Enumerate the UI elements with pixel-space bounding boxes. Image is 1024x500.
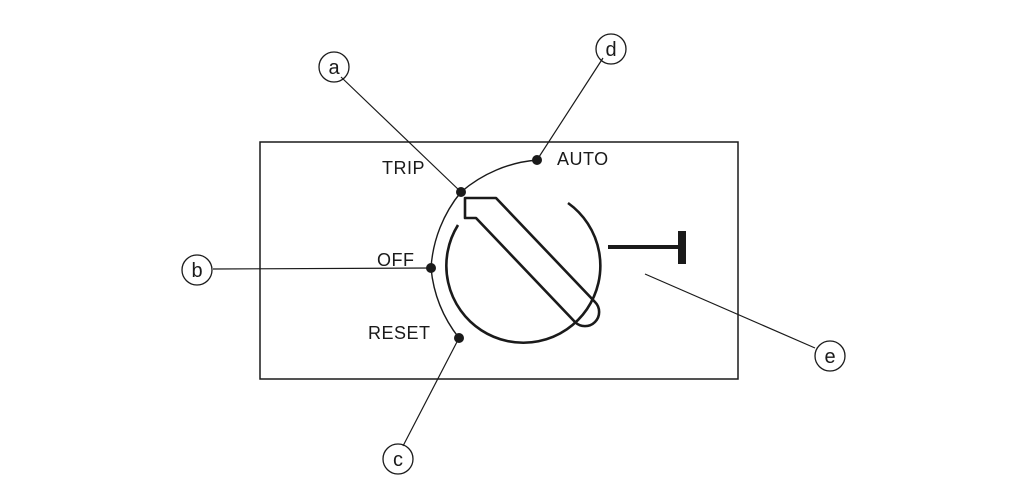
position-arc xyxy=(430,159,538,339)
callout-d: d xyxy=(595,33,627,65)
callout-e: e xyxy=(814,340,846,372)
svg-text:a: a xyxy=(328,57,340,79)
svg-text:d: d xyxy=(605,39,616,61)
leader-b xyxy=(212,267,432,270)
svg-text:b: b xyxy=(191,260,202,282)
svg-text:e: e xyxy=(824,346,835,368)
leader-d xyxy=(536,57,604,161)
label-trip: TRIP xyxy=(382,158,425,178)
switch-panel xyxy=(259,141,739,380)
callout-c: c xyxy=(382,443,414,475)
label-off: OFF xyxy=(377,250,415,270)
callout-a: a xyxy=(318,51,350,83)
rotary-knob xyxy=(445,201,602,344)
leader-c xyxy=(402,337,460,447)
tee-bar-end xyxy=(678,231,686,264)
label-auto: AUTO xyxy=(557,149,609,169)
svg-text:c: c xyxy=(393,449,403,471)
label-reset: RESET xyxy=(368,323,431,343)
knob-pointer xyxy=(463,196,601,328)
leader-e xyxy=(644,273,816,349)
callout-b: b xyxy=(181,254,213,286)
leader-a xyxy=(340,76,462,193)
